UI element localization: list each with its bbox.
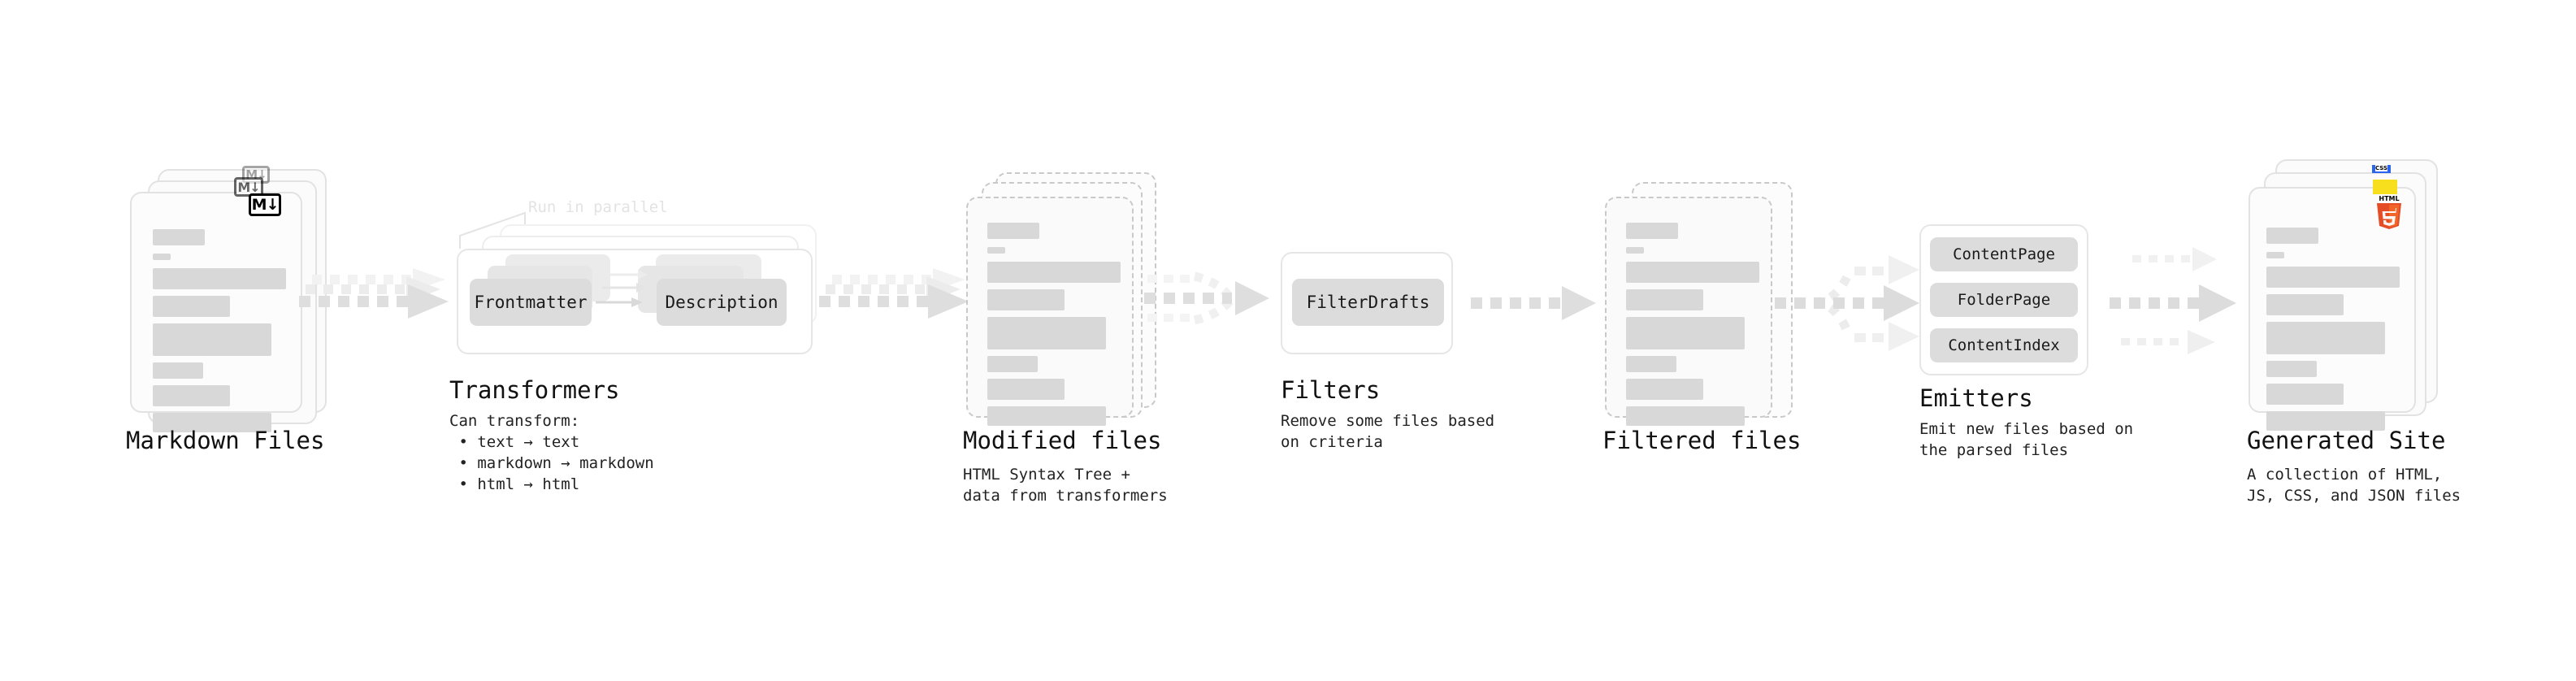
css-icon-label: CSS: [2374, 165, 2388, 171]
css-icon: CSS: [2372, 165, 2391, 173]
js-icon: [2373, 180, 2397, 194]
connector-emitters-to-site: [2110, 247, 2236, 354]
run-in-parallel-label: Run in parallel: [528, 198, 668, 216]
skeleton-line: [1626, 247, 1644, 254]
skeleton-line: [2266, 384, 2344, 405]
connector-filters-to-filtered: [1471, 286, 1596, 320]
skeleton-line: [2266, 361, 2317, 377]
connector-markdown-to-transformers: [299, 268, 449, 319]
caption-filters: Remove some files based on criteria: [1281, 412, 1495, 451]
site-sheet-front: [2249, 187, 2416, 431]
svg-text:HTML: HTML: [2379, 195, 2399, 202]
skeleton-line: [1626, 289, 1703, 310]
skeleton-line: [2266, 322, 2385, 354]
caption-generated-site: A collection of HTML, JS, CSS, and JSON …: [2247, 466, 2461, 505]
transformer-chip-frontmatter[interactable]: Frontmatter: [470, 279, 592, 326]
html5-icon: HTML: [2377, 195, 2401, 229]
markdown-sheet-front: [130, 192, 302, 432]
skeleton-line: [987, 317, 1106, 349]
transformer-inner-arrows: [596, 270, 648, 307]
skeleton-line: [153, 413, 271, 432]
skeleton-line: [153, 254, 171, 260]
skeleton-line: [987, 289, 1065, 310]
skeleton-line: [153, 362, 203, 379]
page-title-transformers: Transformers: [449, 376, 620, 404]
skeleton-line: [987, 356, 1038, 372]
skeleton-line: [987, 247, 1005, 254]
connector-modified-to-filters: [1144, 271, 1269, 325]
caption-emitters: Emit new files based on the parsed files: [1919, 420, 2134, 459]
page-title-generated-site: Generated Site: [2247, 427, 2446, 454]
emitter-chip-contentindex[interactable]: ContentIndex: [1930, 328, 2078, 362]
skeleton-line: [987, 223, 1039, 239]
transformer-chip-description[interactable]: Description: [657, 279, 787, 326]
page-title-filters: Filters: [1281, 376, 1381, 404]
page-title-emitters: Emitters: [1919, 384, 2033, 412]
skeleton-line: [2266, 294, 2344, 315]
run-in-parallel-bracket: [459, 211, 526, 249]
markdown-icon: M↓: [249, 193, 281, 216]
skeleton-line: [153, 229, 205, 245]
skeleton-line: [987, 379, 1065, 400]
skeleton-line: [2266, 252, 2284, 258]
caption-transformers: Can transform: • text → text • markdown …: [449, 412, 654, 493]
filtered-sheet-front: [1605, 197, 1772, 426]
skeleton-line: [1626, 262, 1759, 283]
page-title-markdown-files: Markdown Files: [126, 427, 325, 454]
skeleton-line: [1626, 379, 1703, 400]
emitter-chip-contentpage[interactable]: ContentPage: [1930, 237, 2078, 271]
skeleton-line: [1626, 356, 1676, 372]
skeleton-line: [153, 323, 271, 356]
skeleton-line: [153, 296, 230, 317]
skeleton-line: [153, 385, 230, 406]
skeleton-line: [1626, 317, 1745, 349]
connector-filtered-to-emitters: [1775, 255, 1919, 351]
page-title-modified-files: Modified files: [963, 427, 1162, 454]
filter-chip-filterdrafts[interactable]: FilterDrafts: [1292, 279, 1444, 326]
connector-transformers-to-modified: [819, 268, 969, 319]
caption-modified-files: HTML Syntax Tree + data from transformer…: [963, 466, 1168, 505]
page-title-filtered-files: Filtered files: [1602, 427, 1802, 454]
skeleton-line: [2266, 411, 2385, 431]
skeleton-line: [987, 406, 1106, 426]
skeleton-line: [2266, 267, 2400, 288]
emitter-chip-folderpage[interactable]: FolderPage: [1930, 283, 2078, 317]
skeleton-line: [1626, 406, 1745, 426]
skeleton-line: [153, 268, 286, 289]
modified-sheet-front: [966, 197, 1134, 426]
skeleton-line: [2266, 228, 2318, 244]
skeleton-line: [987, 262, 1121, 283]
skeleton-line: [1626, 223, 1678, 239]
